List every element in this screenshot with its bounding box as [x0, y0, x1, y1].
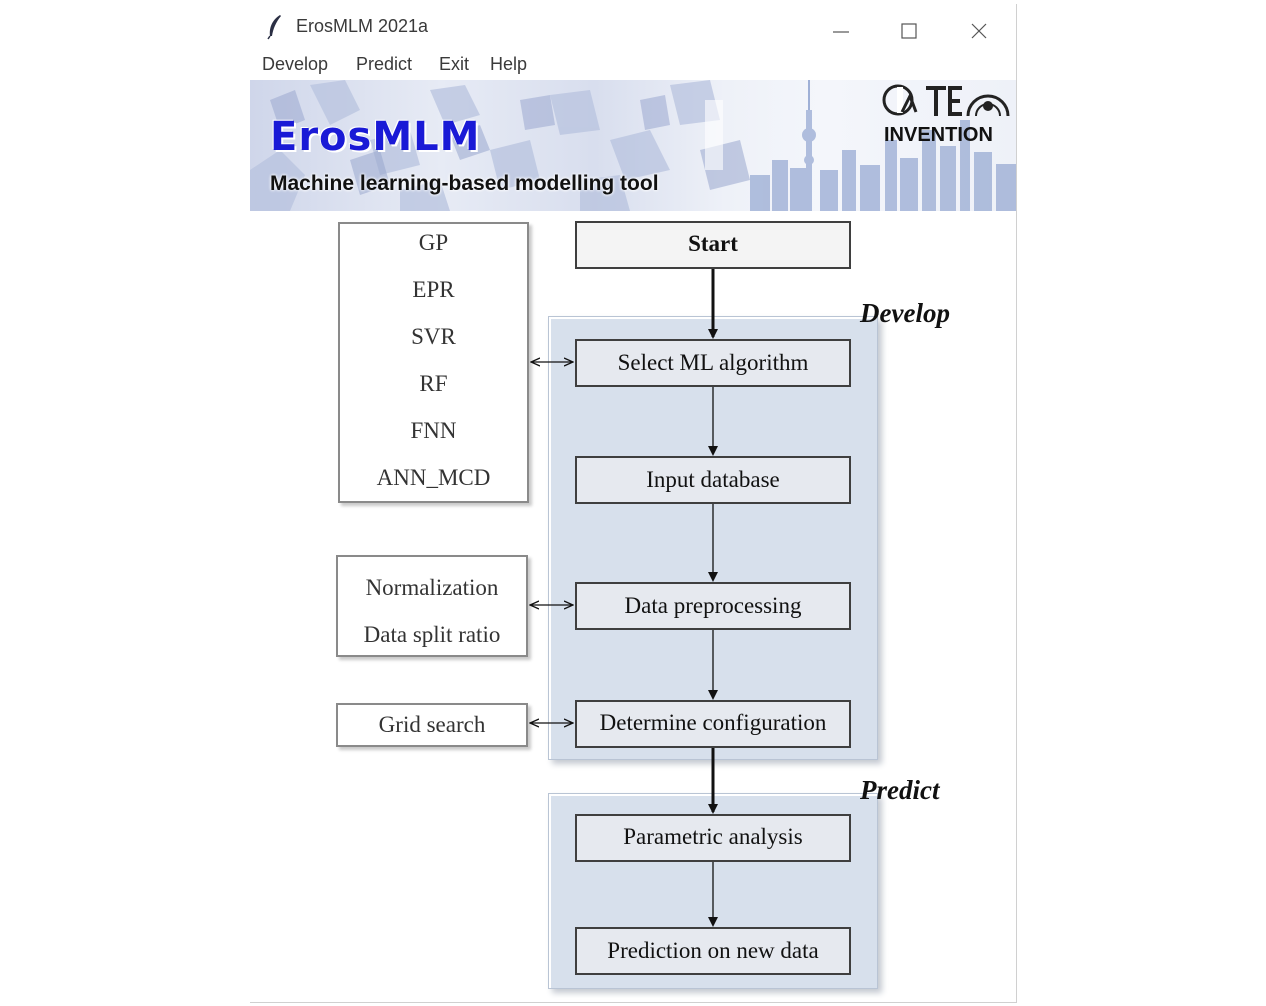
input-database-label: Input database	[646, 467, 780, 492]
select-ml-algorithm-label: Select ML algorithm	[617, 350, 809, 375]
menu-bar: Develop Predict Exit Help	[250, 48, 1016, 80]
determine-configuration-label: Determine configuration	[599, 710, 827, 735]
minimize-icon	[833, 31, 849, 33]
window-title: ErosMLM 2021a	[296, 16, 429, 36]
data-preprocessing-step[interactable]: Data preprocessing	[575, 582, 851, 630]
algorithm-option: EPR	[412, 277, 455, 302]
banner-subtitle: Machine learning-based modelling tool	[270, 172, 659, 195]
algorithm-options-box: GP EPR SVR RF FNN ANN_MCD	[338, 222, 529, 503]
algorithm-option: RF	[419, 371, 448, 396]
preprocessing-option: Data split ratio	[363, 622, 501, 647]
data-preprocessing-label: Data preprocessing	[624, 593, 802, 618]
menu-develop[interactable]: Develop	[262, 54, 329, 74]
algorithm-option: ANN_MCD	[376, 465, 491, 490]
close-icon	[971, 23, 987, 39]
banner: ErosMLM Machine learning-based modelling…	[250, 80, 1016, 211]
erosmlm-logo: ErosMLM	[270, 114, 481, 160]
maximize-button[interactable]	[889, 10, 929, 44]
predict-section-label: Predict	[860, 775, 940, 805]
rock-texture-image	[250, 80, 750, 211]
menu-help[interactable]: Help	[490, 54, 528, 74]
algorithm-option: FNN	[410, 418, 457, 443]
algorithm-option: GP	[418, 230, 449, 255]
title-bar[interactable]: ErosMLM 2021a	[250, 4, 1016, 48]
maximize-icon	[901, 23, 917, 39]
configuration-option: Grid search	[378, 712, 486, 737]
select-ml-algorithm-step[interactable]: Select ML algorithm	[575, 339, 851, 387]
start-label: Start	[688, 231, 738, 256]
start-node: Start	[575, 221, 851, 269]
city-skyline-image	[750, 80, 1016, 211]
algorithm-option: SVR	[411, 324, 456, 349]
preprocessing-options-box: Normalization Data split ratio	[336, 555, 528, 657]
input-database-step[interactable]: Input database	[575, 456, 851, 504]
minimize-button[interactable]	[821, 10, 861, 44]
configuration-options-box: Grid search	[336, 703, 528, 747]
develop-section-label: Develop	[860, 298, 950, 328]
parametric-analysis-label: Parametric analysis	[623, 824, 803, 849]
cte-invention-logo	[882, 84, 1010, 117]
prediction-new-data-step[interactable]: Prediction on new data	[575, 927, 851, 975]
determine-configuration-step[interactable]: Determine configuration	[575, 700, 851, 748]
menu-predict[interactable]: Predict	[356, 54, 413, 74]
preprocessing-option: Normalization	[365, 575, 499, 600]
parametric-analysis-step[interactable]: Parametric analysis	[575, 814, 851, 862]
invention-caption: INVENTION	[884, 124, 993, 146]
menu-exit[interactable]: Exit	[439, 54, 470, 74]
prediction-new-data-label: Prediction on new data	[607, 938, 819, 963]
close-button[interactable]	[959, 10, 999, 44]
feather-icon	[267, 15, 281, 40]
